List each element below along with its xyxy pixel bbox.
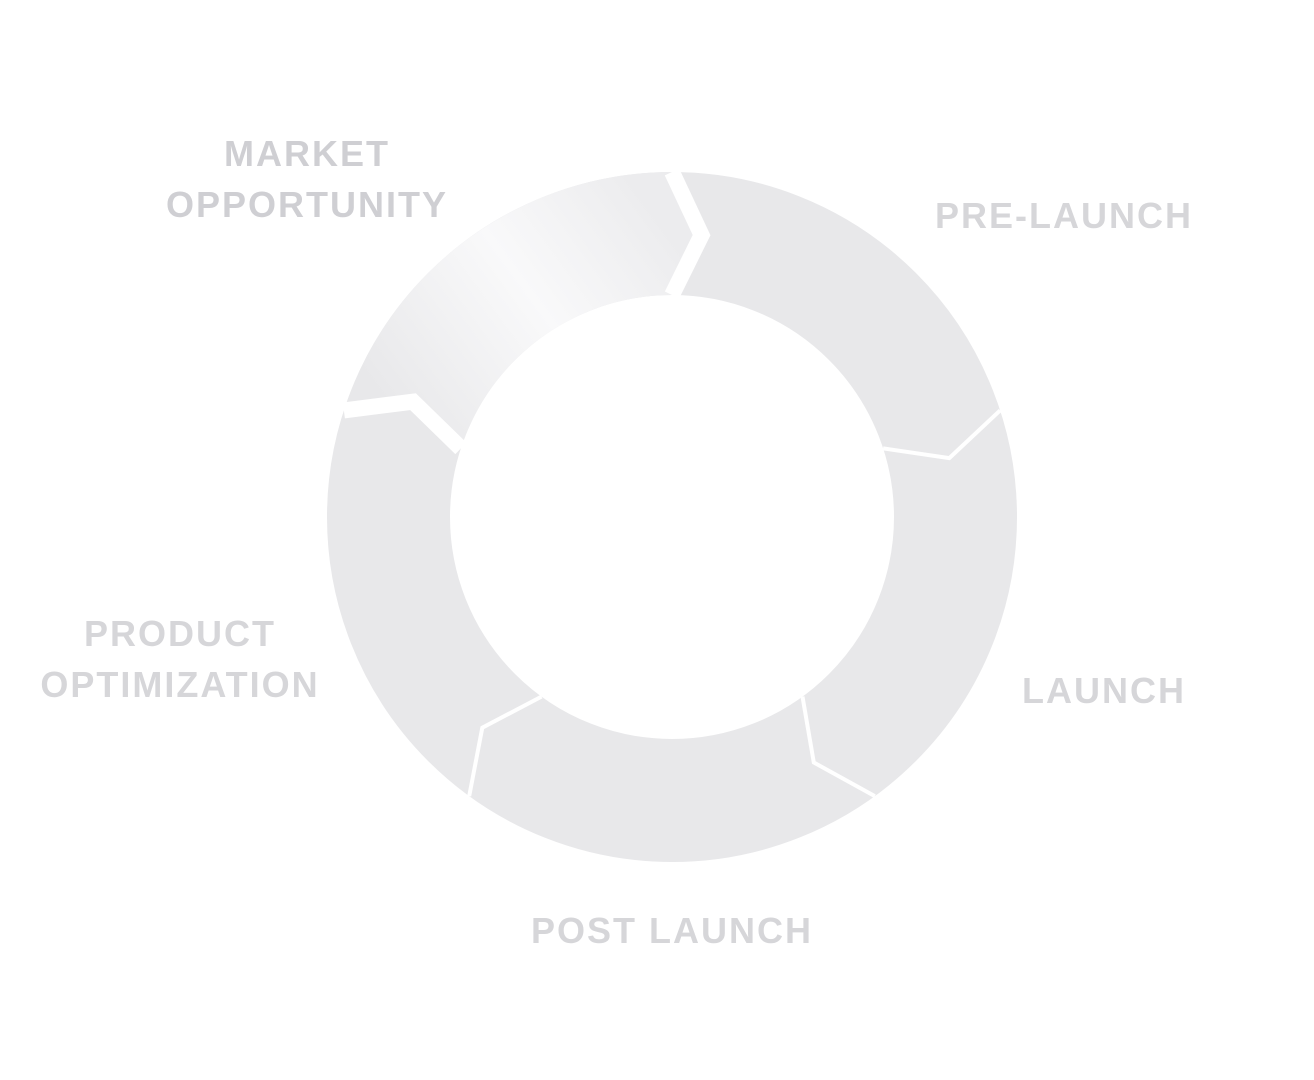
label-market-opportunity-line2: OPPORTUNITY: [165, 184, 448, 225]
gap-before-launch: [882, 408, 1002, 461]
label-pre-launch-line1: PRE-LAUNCH: [935, 195, 1193, 236]
gap-before-post-launch: [800, 696, 876, 798]
gap-before-product-optimization: [467, 694, 543, 797]
label-market-opportunity-line1: MARKET: [224, 133, 390, 174]
segment-market-opportunity: [343, 172, 702, 449]
label-launch: LAUNCH: [1022, 665, 1186, 716]
label-market-opportunity: MARKET OPPORTUNITY: [57, 128, 557, 230]
gap-before-pre-launch: [664, 168, 711, 299]
label-product-optimization-line2: OPTIMIZATION: [40, 664, 320, 705]
label-product-optimization-line1: PRODUCT: [84, 613, 276, 654]
label-product-optimization: PRODUCT OPTIMIZATION: [0, 608, 360, 710]
gap-before-market-opportunity: [342, 393, 467, 455]
label-post-launch: POST LAUNCH: [422, 905, 922, 956]
label-post-launch-line1: POST LAUNCH: [531, 910, 813, 951]
label-pre-launch: PRE-LAUNCH: [935, 190, 1193, 241]
label-launch-line1: LAUNCH: [1022, 670, 1186, 711]
